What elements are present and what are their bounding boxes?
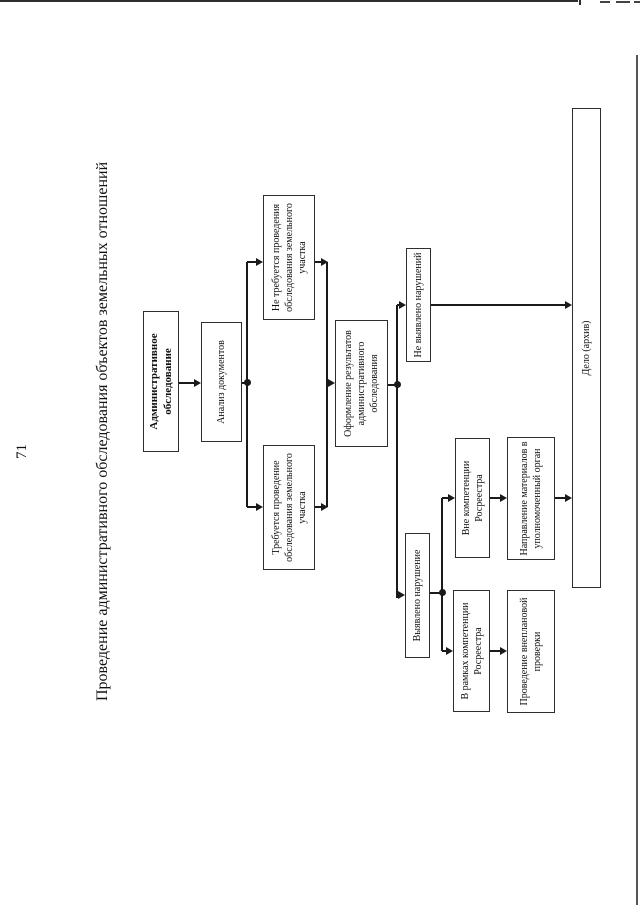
page-title: Проведение административного обследовани… <box>94 161 111 701</box>
scan-artifact-top-tick <box>579 0 581 5</box>
scan-artifact-top-dash <box>600 1 610 3</box>
node-within-rosreestr-competence: В рамках компетенции Росреестра <box>453 590 490 712</box>
arrowhead-icon <box>500 494 507 503</box>
node-inspection-required: Требуется проведение обследования земель… <box>263 445 315 570</box>
connector-line <box>396 305 398 598</box>
arrowhead-icon <box>448 494 455 503</box>
arrowhead-icon <box>565 494 572 503</box>
arrowhead-icon <box>256 258 263 267</box>
arrowhead-icon <box>321 258 328 267</box>
junction-dot <box>393 381 401 389</box>
node-unscheduled-inspection: Проведение внеплановой проверки <box>507 590 555 713</box>
arrowhead-icon <box>321 503 328 512</box>
scan-artifact-top-edge <box>0 0 578 2</box>
connector-line <box>441 498 443 651</box>
arrowhead-icon <box>194 379 201 388</box>
node-document-analysis: Анализ документов <box>201 322 242 442</box>
node-administrative-inspection: Административное обследование <box>143 311 179 452</box>
node-inspection-not-required: Не требуется проведения обследования зем… <box>263 195 315 320</box>
arrowhead-icon <box>500 647 507 656</box>
connector-line <box>179 382 195 384</box>
arrowhead-icon <box>565 301 572 310</box>
scan-artifact-top-dash <box>634 1 640 3</box>
arrowhead-icon <box>446 647 453 656</box>
scan-artifact-top-dash <box>616 1 630 3</box>
arrowhead-icon <box>328 379 335 388</box>
arrowhead-icon <box>256 503 263 512</box>
junction-dot <box>438 589 446 597</box>
junction-dot <box>243 379 251 387</box>
node-outside-rosreestr-competence: Вне компетенции Росреестра <box>455 438 490 558</box>
page-number: 71 <box>14 444 30 459</box>
node-case-archive: Дело (архив) <box>572 108 601 588</box>
arrowhead-icon <box>398 591 405 600</box>
connector-line <box>555 497 565 499</box>
scan-artifact-right-edge <box>636 55 638 905</box>
node-results-registration: Оформление результатов административного… <box>335 320 388 447</box>
arrowhead-icon <box>399 301 406 310</box>
node-referral-to-authorized-body: Направление материалов в уполномоченный … <box>507 437 555 560</box>
node-no-violations-found: Не выявлено нарушений <box>406 248 431 362</box>
connector-line <box>431 304 565 306</box>
node-violation-found: Выявлено нарушение <box>405 533 430 658</box>
